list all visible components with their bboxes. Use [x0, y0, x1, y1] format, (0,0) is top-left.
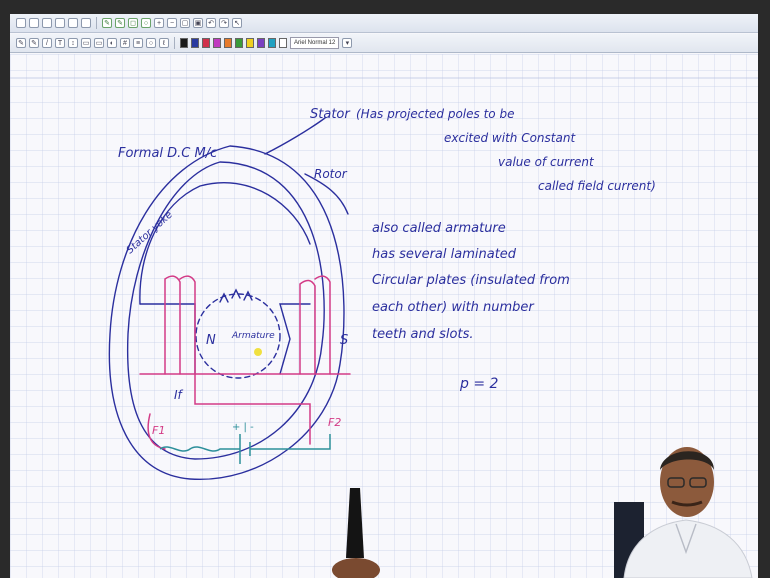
zoom-fit-icon[interactable]: ▢	[180, 18, 190, 28]
line-tool-icon[interactable]: /	[42, 38, 52, 48]
pen-in-hand	[332, 488, 380, 578]
field-coil-s	[299, 275, 331, 375]
highlighter-tool-icon[interactable]: ✎	[115, 18, 125, 28]
copy-icon[interactable]	[81, 18, 91, 28]
mustache	[671, 500, 703, 507]
rotor-note-line-1: also called armature	[372, 221, 506, 236]
pen-icon[interactable]: ✎	[16, 38, 26, 48]
color-blue-swatch[interactable]	[191, 38, 199, 48]
inner-loop	[139, 181, 311, 305]
color-cyan-swatch[interactable]	[268, 38, 276, 48]
glasses-right	[689, 477, 707, 488]
color-orange-swatch[interactable]	[224, 38, 232, 48]
color-red-swatch[interactable]	[202, 38, 210, 48]
face	[660, 447, 714, 517]
font-selector[interactable]: Ariel Normal 12	[290, 37, 340, 49]
curve-tool-icon[interactable]: ℓ	[159, 38, 169, 48]
color-black-swatch[interactable]	[180, 38, 188, 48]
color-magenta-swatch[interactable]	[213, 38, 221, 48]
stator-note-line-2: excited with Constant	[444, 131, 576, 145]
grid-background	[10, 54, 758, 578]
insert-space-icon[interactable]: ↕	[68, 38, 78, 48]
note-title: Formal D.C M/c	[118, 146, 217, 161]
pen-toolbar: ✎ ✎ / T ↕ ▭ ▭ ◐ # ≡ ○ ℓ Ariel Normal 12 …	[10, 34, 758, 53]
glasses-left	[667, 477, 685, 488]
rotor-pointer	[304, 173, 349, 215]
stator-note-line-1: (Has projected poles to be	[356, 107, 514, 121]
field-current-label: If	[174, 388, 184, 402]
fill-tool-icon[interactable]: ◐	[107, 38, 117, 48]
whiteboard-app-window: ✎ ✎ ◻ ○ + − ▢ ▣ ↶ ↷ ↖ ✎ ✎ / T ↕ ▭ ▭ ◐ # …	[10, 14, 758, 578]
stator-yoke-inner	[126, 161, 325, 460]
zoom-out-icon[interactable]: −	[167, 18, 177, 28]
hand	[332, 558, 380, 578]
rotor-note-line-5: teeth and slots.	[372, 327, 474, 342]
save-icon[interactable]	[42, 18, 52, 28]
circle-tool-icon[interactable]: ○	[146, 38, 156, 48]
new-page-icon[interactable]	[16, 18, 26, 28]
color-yellow-swatch[interactable]	[246, 38, 254, 48]
stator-pointer	[264, 117, 326, 155]
lasso-tool-icon[interactable]: ○	[141, 18, 151, 28]
battery-return	[250, 434, 331, 450]
white-shirt	[623, 519, 753, 578]
shape-tool-icon[interactable]: ▭	[94, 38, 104, 48]
eraser-tool-icon[interactable]: ◻	[128, 18, 138, 28]
pole-count-label: p = 2	[459, 376, 499, 392]
color-green-swatch[interactable]	[235, 38, 243, 48]
undo-icon[interactable]: ↶	[206, 18, 216, 28]
marker-icon[interactable]: ✎	[29, 38, 39, 48]
rotor-label: Rotor	[314, 167, 348, 181]
image-tool-icon[interactable]: ▭	[81, 38, 91, 48]
handwritten-notes: Formal D.C M/c Stator (Has projected pol…	[10, 54, 758, 578]
shirt-collar	[675, 523, 697, 555]
text-tool-icon[interactable]: T	[55, 38, 65, 48]
battery-polarity-label: + | -	[232, 422, 254, 433]
series-link	[194, 373, 311, 445]
zoom-in-icon[interactable]: +	[154, 18, 164, 28]
select-tool-icon[interactable]: ↖	[232, 18, 242, 28]
notebook-canvas[interactable]: Formal D.C M/c Stator (Has projected pol…	[10, 54, 758, 578]
ruler-icon[interactable]: ≡	[133, 38, 143, 48]
stator-note-line-4: called field current)	[538, 179, 656, 193]
grid-toggle-icon[interactable]: #	[120, 38, 130, 48]
stator-label: Stator	[310, 107, 351, 122]
rotor-note-line-3: Circular plates (insulated from	[372, 273, 570, 288]
rotor-note-line-4: each other) with number	[372, 300, 535, 315]
field-resistor	[159, 446, 240, 452]
main-toolbar: ✎ ✎ ◻ ○ + − ▢ ▣ ↶ ↷ ↖	[10, 14, 758, 33]
armature-label: Armature	[231, 331, 275, 341]
stator-note-line-3: value of current	[498, 155, 595, 169]
color-purple-swatch[interactable]	[257, 38, 265, 48]
print-icon[interactable]	[55, 18, 65, 28]
armature-slots	[219, 288, 253, 303]
f2-label: F2	[328, 416, 341, 429]
rotor-note-line-2: has several laminated	[372, 247, 517, 262]
redo-icon[interactable]: ↷	[219, 18, 229, 28]
field-coil-n	[164, 275, 196, 375]
zoom-page-icon[interactable]: ▣	[193, 18, 203, 28]
f1-label: F1	[152, 424, 165, 437]
pole-n-label: N	[206, 333, 216, 348]
cut-icon[interactable]	[68, 18, 78, 28]
pen-tool-icon[interactable]: ✎	[102, 18, 112, 28]
color-white-swatch[interactable]	[279, 38, 287, 48]
stylus-pen	[346, 488, 364, 558]
pole-s-outline	[279, 303, 311, 375]
font-dropdown-icon[interactable]: ▾	[342, 38, 353, 48]
cursor-highlight	[254, 348, 262, 356]
pole-s-label: S	[340, 333, 348, 348]
hair	[660, 451, 714, 470]
lecturer-video-overlay	[614, 447, 753, 578]
toolbar-divider	[96, 17, 97, 29]
stator-yoke-outer	[108, 145, 345, 481]
open-file-icon[interactable]	[29, 18, 39, 28]
toolbar-divider	[174, 37, 175, 49]
